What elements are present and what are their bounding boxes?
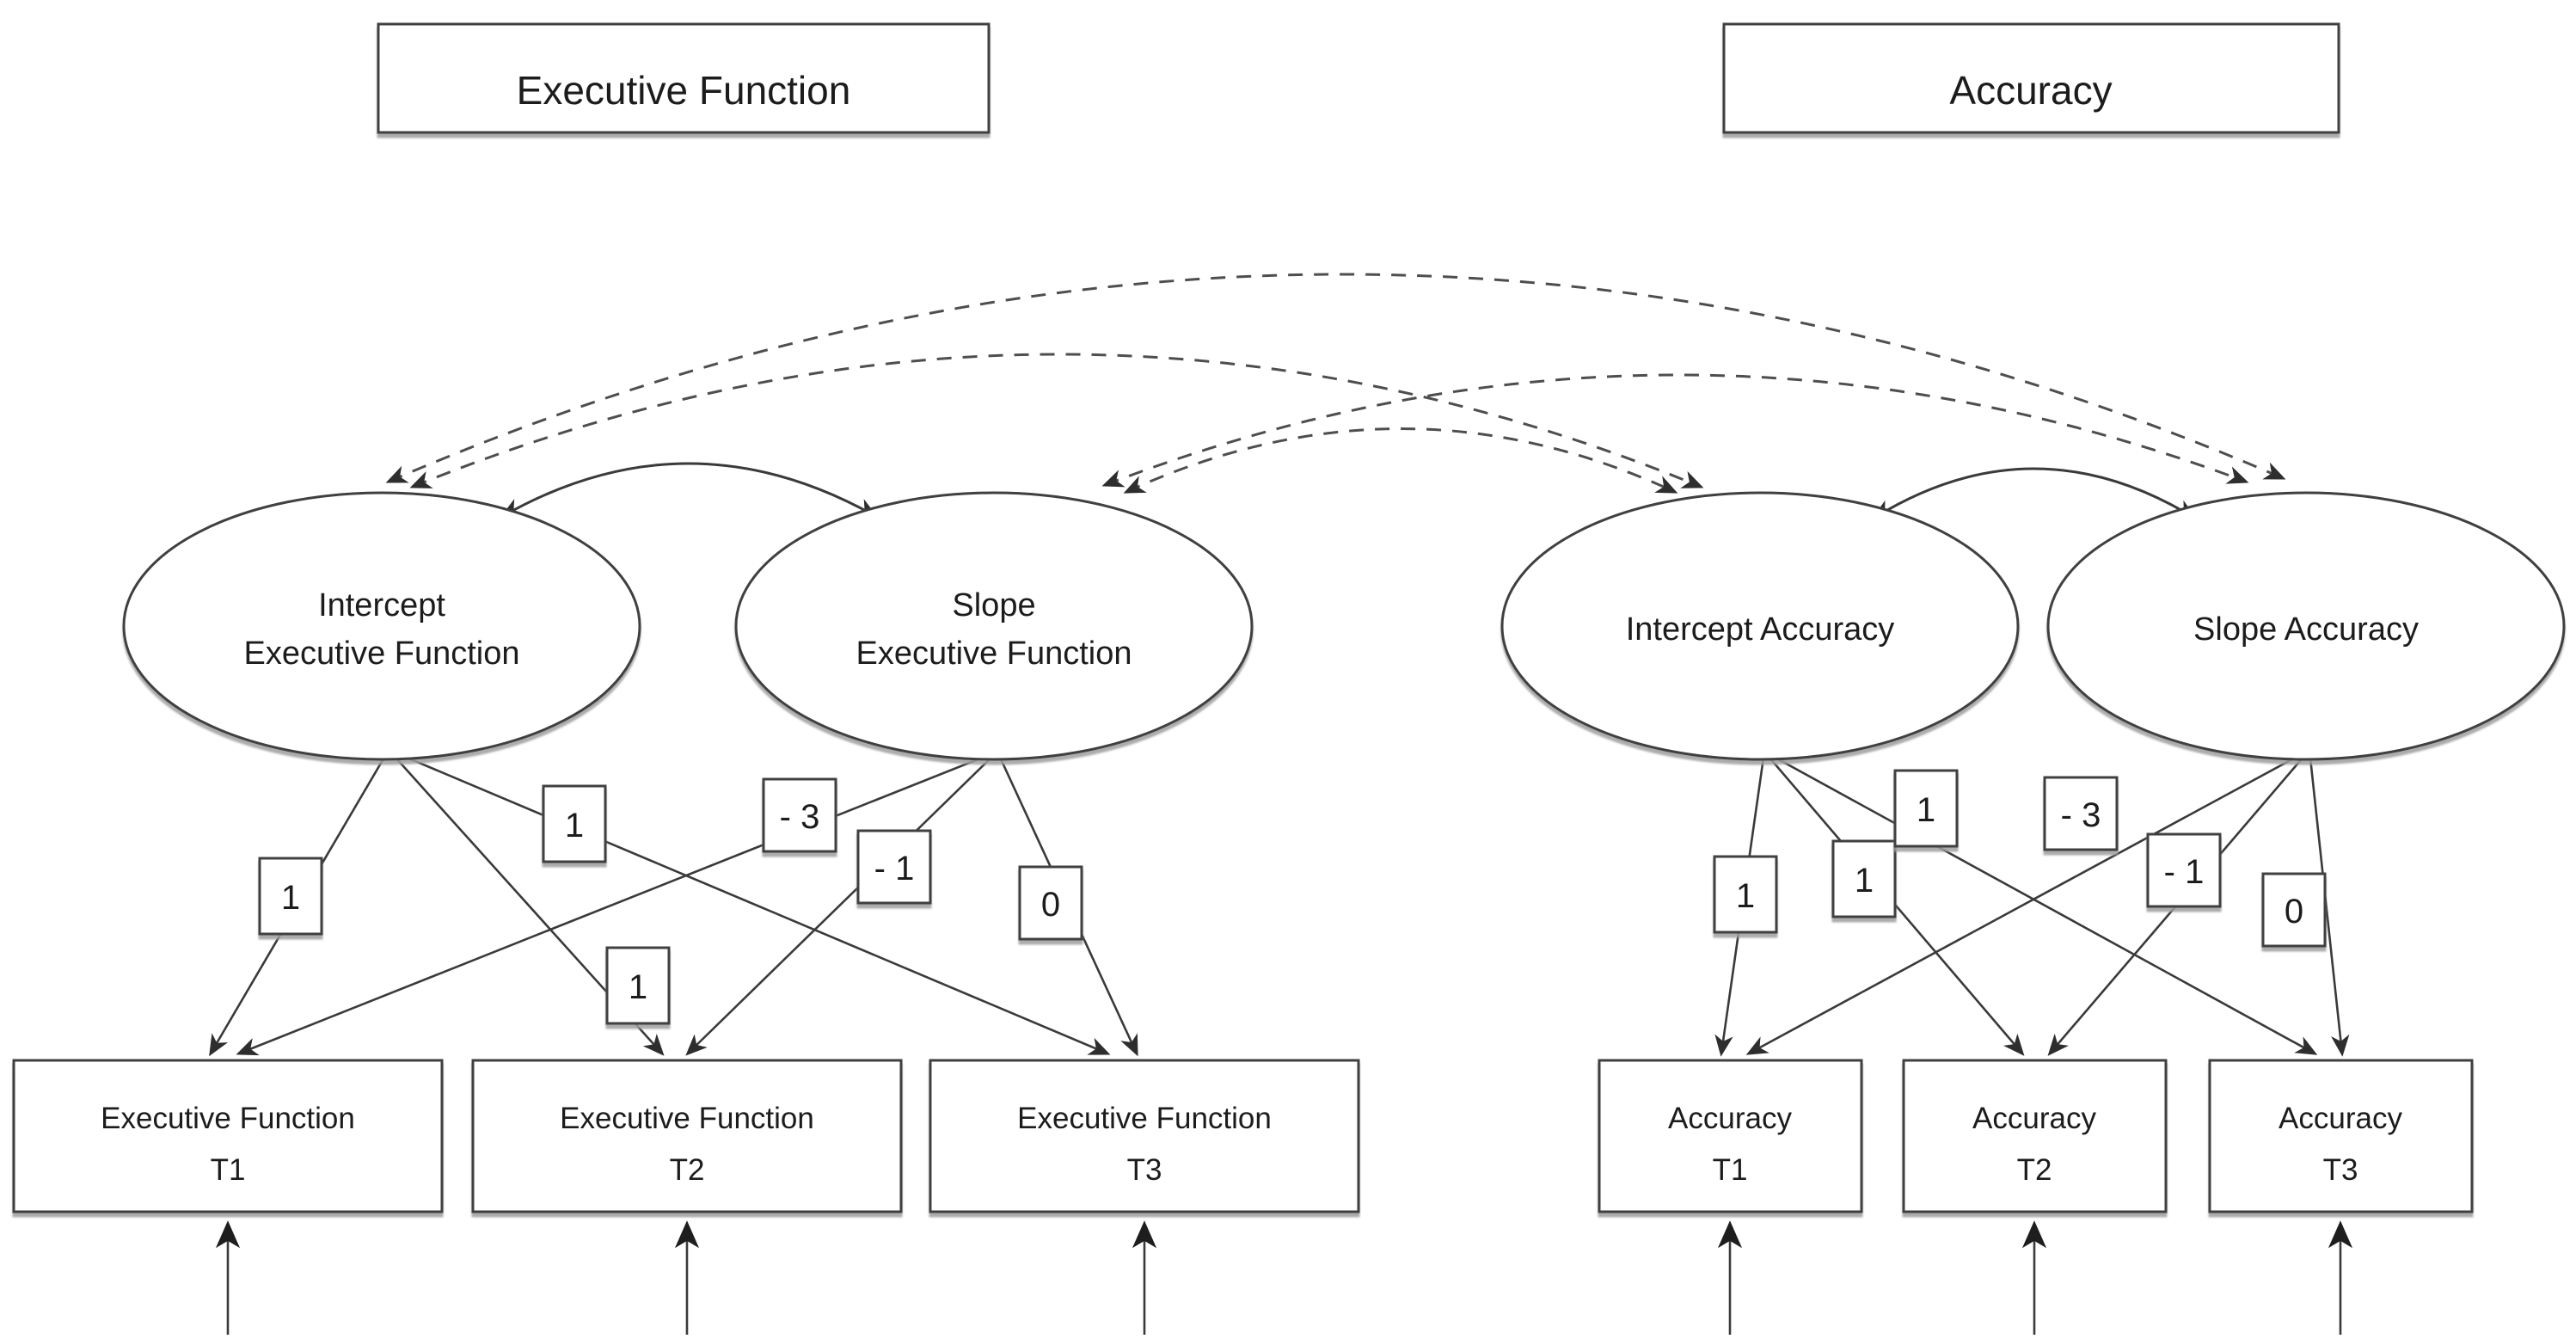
observed-label-line2: T1 bbox=[1713, 1153, 1748, 1187]
observed-accuracy-t1: Accuracy T1 bbox=[1598, 1059, 1863, 1213]
loading-box bbox=[1713, 855, 1778, 934]
latent-ellipse bbox=[1500, 491, 2020, 761]
path-interceptAcc-t3 bbox=[1763, 750, 2318, 1055]
observed-executive-function-t2: Executive Function T2 bbox=[471, 1059, 903, 1213]
latent-label-line1: Slope bbox=[952, 587, 1035, 623]
loading-box bbox=[258, 857, 323, 936]
loading-labels: 1 1 1 - 3 - 1 0 1 1 bbox=[258, 769, 2327, 1025]
covariance-solid-interceptAcc-slopeAcc bbox=[1871, 467, 2198, 519]
loading-label-ef-intercept-t2: 1 bbox=[605, 946, 671, 1025]
loading-label-ef-intercept-t3: 1 bbox=[542, 784, 607, 863]
observed-label-line1: Accuracy bbox=[1668, 1102, 1792, 1135]
panel-title-right: Accuracy bbox=[1722, 22, 2340, 134]
observed-label-line1: Executive Function bbox=[1017, 1102, 1272, 1135]
loading-box bbox=[1893, 769, 1959, 848]
loading-label-acc-slope-t3: 0 bbox=[2261, 872, 2327, 948]
observed-executive-function-t1: Executive Function T1 bbox=[12, 1059, 444, 1213]
observed-box bbox=[12, 1059, 444, 1213]
loading-value: 1 bbox=[1855, 862, 1874, 900]
loading-value: - 3 bbox=[780, 798, 820, 836]
observed-box bbox=[471, 1059, 903, 1213]
latent-slope-executive-function: Slope Executive Function bbox=[734, 491, 1254, 761]
panel-title-right-box bbox=[1722, 22, 2340, 134]
loading-paths bbox=[209, 748, 2350, 1057]
loading-box bbox=[856, 829, 932, 905]
panel-title-left-label: Executive Function bbox=[517, 68, 851, 113]
latent-label-line2: Executive Function bbox=[856, 636, 1132, 672]
loading-box bbox=[2146, 832, 2222, 908]
observed-label-line2: T2 bbox=[670, 1153, 705, 1187]
path-slopeEF-t2 bbox=[685, 751, 998, 1056]
loading-box bbox=[2043, 776, 2119, 851]
path-slopeEF-t1 bbox=[236, 750, 998, 1056]
latent-ellipse bbox=[734, 491, 1254, 761]
residual-arrows bbox=[215, 1220, 2353, 1335]
loading-box bbox=[2261, 872, 2327, 948]
observed-label-line1: Accuracy bbox=[1972, 1102, 2096, 1135]
loading-label-ef-slope-t1: - 3 bbox=[762, 777, 837, 853]
loading-value: - 3 bbox=[2061, 796, 2101, 834]
loading-label-ef-slope-t2: - 1 bbox=[856, 829, 932, 905]
observed-label-line2: T2 bbox=[2017, 1153, 2052, 1187]
covariance-dashed-interceptEF-interceptAcc bbox=[409, 353, 1704, 488]
latent-intercept-executive-function: Intercept Executive Function bbox=[122, 491, 641, 761]
loading-box bbox=[762, 777, 837, 853]
observed-label-line1: Executive Function bbox=[101, 1102, 355, 1135]
observed-label-line2: T1 bbox=[211, 1153, 246, 1187]
latent-ellipse bbox=[122, 491, 641, 761]
panel-title-left-box bbox=[377, 22, 991, 134]
loading-box bbox=[542, 784, 607, 863]
path-interceptEF-t3 bbox=[388, 748, 1111, 1055]
observed-box bbox=[1902, 1059, 2168, 1213]
observed-label-line2: T3 bbox=[2323, 1153, 2358, 1187]
covariance-arrows-dashed bbox=[385, 273, 2286, 494]
loading-value: 0 bbox=[1041, 886, 1060, 924]
latent-label-line1: Intercept bbox=[318, 587, 445, 623]
loading-value: 1 bbox=[1736, 877, 1755, 915]
loading-value: - 1 bbox=[2164, 853, 2205, 891]
covariance-dashed-slopeEF-interceptAcc bbox=[1123, 427, 1678, 494]
loading-label-acc-slope-t1: - 3 bbox=[2043, 776, 2119, 851]
loading-label-acc-slope-t2: - 1 bbox=[2146, 832, 2222, 908]
latent-ellipse bbox=[2046, 491, 2566, 761]
latent-label-line2: Executive Function bbox=[243, 636, 519, 672]
covariance-dashed-slopeEF-slopeAcc bbox=[1101, 373, 2249, 488]
covariance-arrows-solid bbox=[500, 462, 2198, 519]
loading-value: 1 bbox=[565, 807, 584, 845]
latent-slope-accuracy: Slope Accuracy bbox=[2046, 491, 2566, 761]
loading-label-acc-intercept-t1: 1 bbox=[1713, 855, 1778, 934]
loading-label-acc-intercept-t3: 1 bbox=[1893, 769, 1959, 848]
loading-box bbox=[1831, 839, 1897, 918]
path-slopeAcc-t1 bbox=[1745, 748, 2310, 1055]
observed-box bbox=[929, 1059, 1360, 1213]
latent-label-line1: Intercept Accuracy bbox=[1626, 611, 1895, 648]
observed-executive-function-t3: Executive Function T3 bbox=[929, 1059, 1360, 1213]
loading-value: 0 bbox=[2285, 893, 2303, 931]
covariance-dashed-interceptEF-slopeAcc bbox=[385, 273, 2286, 483]
loading-value: 1 bbox=[1917, 791, 1935, 829]
loading-box bbox=[605, 946, 671, 1025]
observed-label-line1: Accuracy bbox=[2279, 1102, 2402, 1135]
loading-value: 1 bbox=[629, 968, 647, 1006]
covariance-solid-interceptEF-slopeEF bbox=[500, 462, 879, 518]
panel-title-right-label: Accuracy bbox=[1949, 68, 2112, 113]
loading-label-ef-slope-t3: 0 bbox=[1018, 865, 1083, 941]
observed-label-line1: Executive Function bbox=[560, 1102, 814, 1135]
observed-label-line2: T3 bbox=[1127, 1153, 1162, 1187]
loading-value: - 1 bbox=[874, 850, 915, 888]
loading-label-acc-intercept-t2: 1 bbox=[1831, 839, 1897, 918]
loading-value: 1 bbox=[281, 879, 300, 917]
panel-title-left: Executive Function bbox=[377, 22, 991, 134]
observed-box bbox=[2208, 1059, 2474, 1213]
observed-accuracy-t2: Accuracy T2 bbox=[1902, 1059, 2168, 1213]
observed-box bbox=[1598, 1059, 1863, 1213]
observed-accuracy-t3: Accuracy T3 bbox=[2208, 1059, 2474, 1213]
latent-label-line1: Slope Accuracy bbox=[2193, 611, 2419, 648]
loading-box bbox=[1018, 865, 1083, 941]
loading-label-ef-intercept-t1: 1 bbox=[258, 857, 323, 936]
latent-intercept-accuracy: Intercept Accuracy bbox=[1500, 491, 2020, 761]
